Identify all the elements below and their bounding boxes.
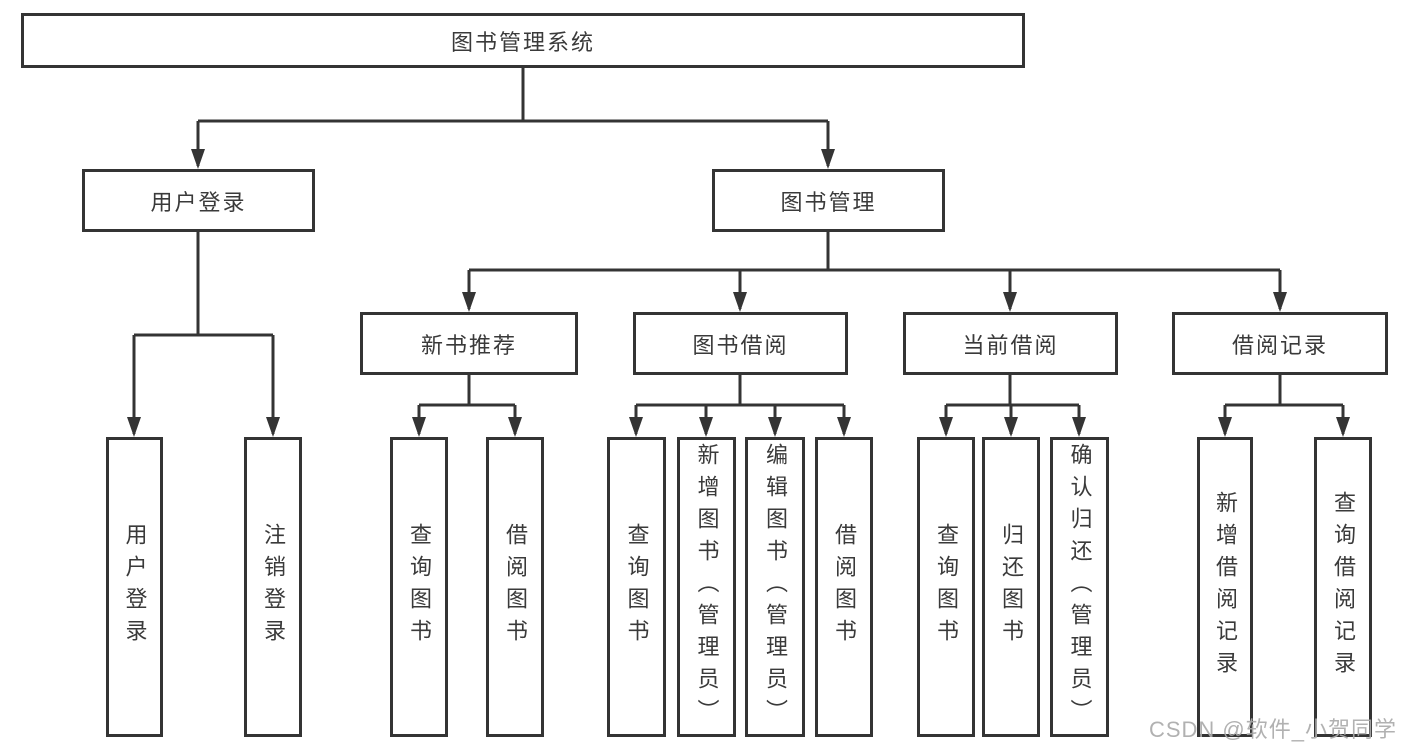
watermark: CSDN @软件_小贺同学: [1148, 717, 1397, 742]
node-new-book-recommend-label: 新书推荐: [420, 332, 517, 358]
leaf-recommend-query-books: 查询图书: [390, 437, 448, 737]
node-new-book-recommend: 新书推荐: [360, 312, 578, 375]
leaf-add-borrow-record: 新增借阅记录: [1197, 437, 1253, 737]
leaf-borrowing-query-books: 查询图书: [607, 437, 666, 737]
node-user-login-branch: 用户登录: [82, 169, 315, 232]
node-current-borrowing: 当前借阅: [903, 312, 1118, 375]
leaf-recommend-query-books-label: 查询图书: [407, 523, 432, 651]
leaf-edit-books-admin: 编辑图书（管理员）: [745, 437, 805, 737]
leaf-add-books-admin: 新增图书（管理员）: [677, 437, 736, 737]
node-user-login-branch-label: 用户登录: [150, 189, 247, 215]
leaf-query-borrow-record: 查询借阅记录: [1314, 437, 1372, 737]
node-borrowing-records-label: 借阅记录: [1231, 332, 1328, 358]
node-root-label: 图书管理系统: [450, 29, 595, 55]
leaf-user-login: 用户登录: [106, 437, 163, 737]
leaf-current-query-books: 查询图书: [917, 437, 975, 737]
leaf-query-borrow-record-label: 查询借阅记录: [1331, 491, 1356, 683]
leaf-confirm-return-admin-label: 确认归还（管理员）: [1067, 443, 1093, 731]
node-current-borrowing-label: 当前借阅: [962, 332, 1059, 358]
leaf-logout: 注销登录: [244, 437, 302, 737]
leaf-borrowing-borrow-books-label: 借阅图书: [832, 523, 857, 651]
node-book-management: 图书管理: [712, 169, 945, 232]
leaf-logout-label: 注销登录: [261, 523, 286, 651]
node-root: 图书管理系统: [21, 13, 1025, 68]
leaf-recommend-borrow-books: 借阅图书: [486, 437, 544, 737]
leaf-borrowing-borrow-books: 借阅图书: [815, 437, 873, 737]
node-book-borrowing-label: 图书借阅: [692, 332, 789, 358]
leaf-current-query-books-label: 查询图书: [934, 523, 959, 651]
leaf-return-books: 归还图书: [982, 437, 1040, 737]
leaf-user-login-label: 用户登录: [122, 523, 148, 651]
node-book-management-label: 图书管理: [780, 189, 877, 215]
leaf-confirm-return-admin: 确认归还（管理员）: [1050, 437, 1109, 737]
node-book-borrowing: 图书借阅: [633, 312, 848, 375]
leaf-edit-books-admin-label: 编辑图书（管理员）: [763, 443, 788, 731]
leaf-recommend-borrow-books-label: 借阅图书: [503, 523, 528, 651]
leaf-return-books-label: 归还图书: [999, 523, 1024, 651]
leaf-borrowing-query-books-label: 查询图书: [624, 523, 650, 651]
leaf-add-books-admin-label: 新增图书（管理员）: [694, 443, 720, 731]
node-borrowing-records: 借阅记录: [1172, 312, 1388, 375]
leaf-add-borrow-record-label: 新增借阅记录: [1213, 491, 1238, 683]
